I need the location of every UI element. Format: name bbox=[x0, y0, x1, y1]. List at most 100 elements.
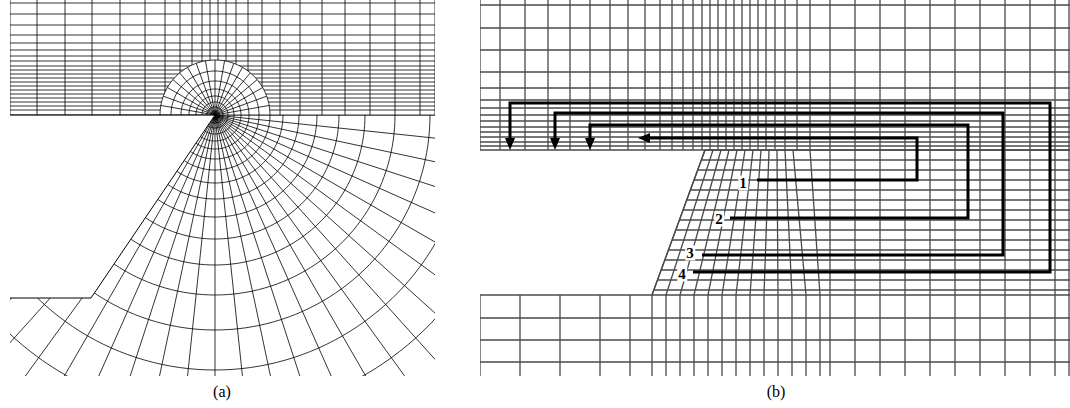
mesh-line bbox=[480, 339, 1070, 340]
mesh-line bbox=[784, 0, 785, 150]
mesh-line bbox=[215, 115, 435, 295]
zoom-grid bbox=[480, 0, 1070, 376]
mesh-line bbox=[215, 115, 427, 376]
mesh-line bbox=[10, 35, 435, 36]
mesh-line bbox=[757, 0, 758, 150]
arrow-head bbox=[550, 138, 560, 150]
mesh-line bbox=[979, 0, 980, 150]
callout-number: 2 bbox=[714, 212, 724, 227]
mesh-arc bbox=[202, 102, 228, 115]
mesh-line bbox=[659, 0, 660, 150]
notch-boundary bbox=[10, 115, 215, 298]
mesh-line bbox=[796, 0, 797, 150]
mesh-line bbox=[819, 295, 820, 376]
mesh-line bbox=[879, 0, 880, 150]
mesh-line bbox=[805, 295, 806, 376]
mesh-line bbox=[215, 115, 253, 376]
mesh-line bbox=[370, 0, 371, 115]
tip-patch bbox=[160, 60, 270, 116]
mesh-line bbox=[707, 295, 708, 376]
mesh-line bbox=[10, 0, 11, 115]
mesh-line bbox=[672, 239, 1070, 240]
mesh-line bbox=[37, 0, 38, 115]
mesh-line bbox=[693, 295, 694, 376]
mesh-line bbox=[774, 0, 775, 150]
mesh-line bbox=[644, 0, 645, 150]
mesh-line bbox=[629, 295, 630, 376]
mesh-line bbox=[717, 0, 718, 150]
mesh-line bbox=[395, 0, 396, 115]
mesh-line bbox=[829, 0, 830, 150]
mesh-line bbox=[671, 0, 672, 150]
mesh-line bbox=[10, 298, 91, 299]
mesh-line bbox=[705, 149, 1070, 150]
mesh-line bbox=[480, 0, 481, 150]
mesh-arc bbox=[207, 107, 223, 115]
mesh-line bbox=[683, 209, 1070, 210]
mesh-line bbox=[480, 361, 1070, 362]
mesh-line bbox=[1054, 150, 1055, 376]
mesh-line bbox=[661, 269, 1070, 270]
mesh-line bbox=[854, 0, 855, 150]
mesh-line bbox=[215, 115, 435, 116]
mesh-line bbox=[345, 0, 346, 115]
notch-void bbox=[10, 116, 215, 298]
mesh-arc bbox=[10, 115, 435, 370]
mesh-line bbox=[10, 115, 215, 376]
mesh-line bbox=[10, 115, 215, 327]
mesh-line bbox=[665, 259, 1070, 260]
mesh-line bbox=[698, 169, 1070, 170]
mesh-line bbox=[524, 0, 525, 150]
mesh-line bbox=[10, 50, 435, 51]
contour-path bbox=[648, 138, 917, 180]
mesh-line bbox=[215, 115, 290, 376]
mesh-line bbox=[676, 229, 1070, 230]
mesh-line bbox=[654, 289, 1070, 290]
mesh-line bbox=[547, 0, 548, 150]
mesh-line bbox=[763, 295, 764, 376]
mesh-line bbox=[679, 219, 1070, 220]
mesh-line bbox=[499, 0, 500, 150]
mesh-line bbox=[215, 115, 435, 226]
mesh-line bbox=[145, 0, 146, 115]
mesh-line bbox=[10, 115, 215, 376]
mesh-arc bbox=[171, 71, 259, 115]
mesh-line bbox=[1029, 150, 1030, 376]
mesh-line bbox=[741, 0, 742, 150]
mesh-line bbox=[954, 0, 955, 150]
mesh-line bbox=[929, 150, 930, 376]
mesh-line bbox=[92, 0, 93, 115]
mesh-line bbox=[904, 150, 905, 376]
mesh-line bbox=[519, 295, 520, 376]
mesh-line bbox=[1004, 150, 1005, 376]
arrow-head bbox=[638, 133, 650, 143]
mesh-line bbox=[435, 0, 436, 115]
mesh-arc bbox=[211, 111, 219, 115]
mesh-line bbox=[829, 150, 830, 376]
mesh-line bbox=[480, 149, 1070, 150]
mesh-line bbox=[1029, 0, 1030, 150]
mesh-line bbox=[215, 115, 216, 376]
contour-path bbox=[510, 103, 1050, 272]
mesh-line bbox=[791, 295, 792, 376]
mesh-line bbox=[725, 0, 726, 150]
mesh-line bbox=[665, 295, 666, 376]
mesh-line bbox=[215, 115, 435, 376]
callout-number: 4 bbox=[677, 267, 687, 282]
panel-label: (a) bbox=[213, 384, 231, 400]
mesh-line bbox=[120, 0, 121, 115]
mesh-line bbox=[692, 0, 693, 150]
mesh-line bbox=[420, 0, 421, 115]
mesh-line bbox=[904, 0, 905, 150]
rect-grid bbox=[10, 0, 435, 115]
mesh-arc bbox=[10, 115, 435, 376]
mesh-line bbox=[687, 199, 1070, 200]
callout-number: 3 bbox=[685, 246, 695, 261]
mesh-line bbox=[701, 0, 702, 150]
arrow-head bbox=[585, 138, 595, 150]
mesh-panel-b bbox=[480, 0, 1070, 376]
mesh-line bbox=[65, 0, 66, 115]
